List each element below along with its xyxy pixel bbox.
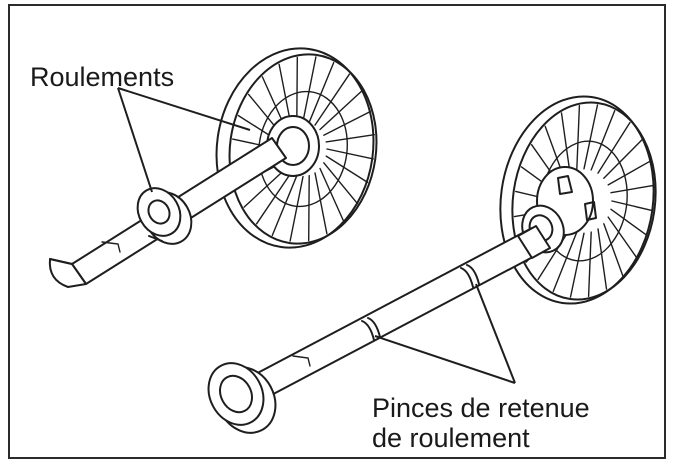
wheel-spoke: [611, 200, 653, 212]
wheel-spoke: [255, 172, 292, 225]
wheel-spoke: [296, 56, 298, 124]
figure-frame: Roulements Pinces de retenue de roulemen…: [8, 4, 666, 459]
wheel-spoke: [326, 148, 374, 160]
wheel-spoke: [576, 104, 581, 171]
wheel-spoke: [271, 174, 298, 237]
left-spindle-assembly: [48, 47, 378, 288]
right-spool-wheel: [499, 95, 657, 305]
clips-leader-lines: [374, 283, 516, 384]
retaining-clips-label-line1: Pinces de retenue: [372, 393, 590, 423]
wheel-spoke: [597, 121, 631, 174]
wheel-spoke: [319, 167, 345, 222]
wheel-spoke: [552, 231, 578, 292]
right-shaft: [247, 225, 551, 401]
spindle-diagram: [48, 47, 657, 434]
wheel-spoke: [590, 109, 616, 171]
wheel-spoke: [587, 231, 592, 297]
wheel-spoke: [243, 167, 287, 208]
wheel-spoke: [603, 139, 643, 179]
wheel-spoke: [569, 232, 585, 298]
wheel-spoke: [314, 172, 328, 235]
wheel-spoke: [603, 223, 624, 277]
wheel-spoke: [537, 228, 571, 281]
bearings-leader-lines: [117, 87, 251, 193]
left-spool-wheel: [215, 47, 378, 249]
retaining-clips-label-line2: de roulement: [372, 423, 530, 453]
wheel-spoke: [325, 133, 375, 143]
wheel-spoke: [607, 216, 638, 259]
wheel-spoke: [323, 162, 359, 205]
wheel-spoke: [610, 184, 655, 194]
left-bearing: [136, 187, 193, 245]
wheel-spoke: [607, 160, 651, 186]
retaining-clips-label: Pinces de retenue de roulement: [372, 393, 590, 453]
wheel-spoke: [308, 61, 335, 124]
wheel-spoke: [560, 112, 571, 174]
wheel-spoke: [278, 63, 292, 126]
right-retaining-clip-2: [460, 267, 474, 288]
bearings-label: Roulements: [30, 62, 175, 92]
right-spindle-assembly: [207, 95, 657, 434]
wheel-inner-ring: [257, 90, 349, 208]
wheel-spoke: [583, 104, 599, 170]
wheel-spoke: [289, 175, 304, 242]
right-end-bearing: [207, 362, 277, 434]
wheel-spoke: [308, 174, 310, 242]
wheel-spoke: [597, 228, 608, 290]
wheel-spoke: [610, 208, 648, 236]
wheel-spoke: [325, 155, 369, 184]
wheel-spoke: [319, 90, 363, 131]
wheel-spoke: [302, 56, 317, 123]
wheel-spoke: [314, 73, 351, 126]
wheel-spoke: [323, 110, 372, 136]
right-retaining-clip-1: [361, 320, 375, 341]
